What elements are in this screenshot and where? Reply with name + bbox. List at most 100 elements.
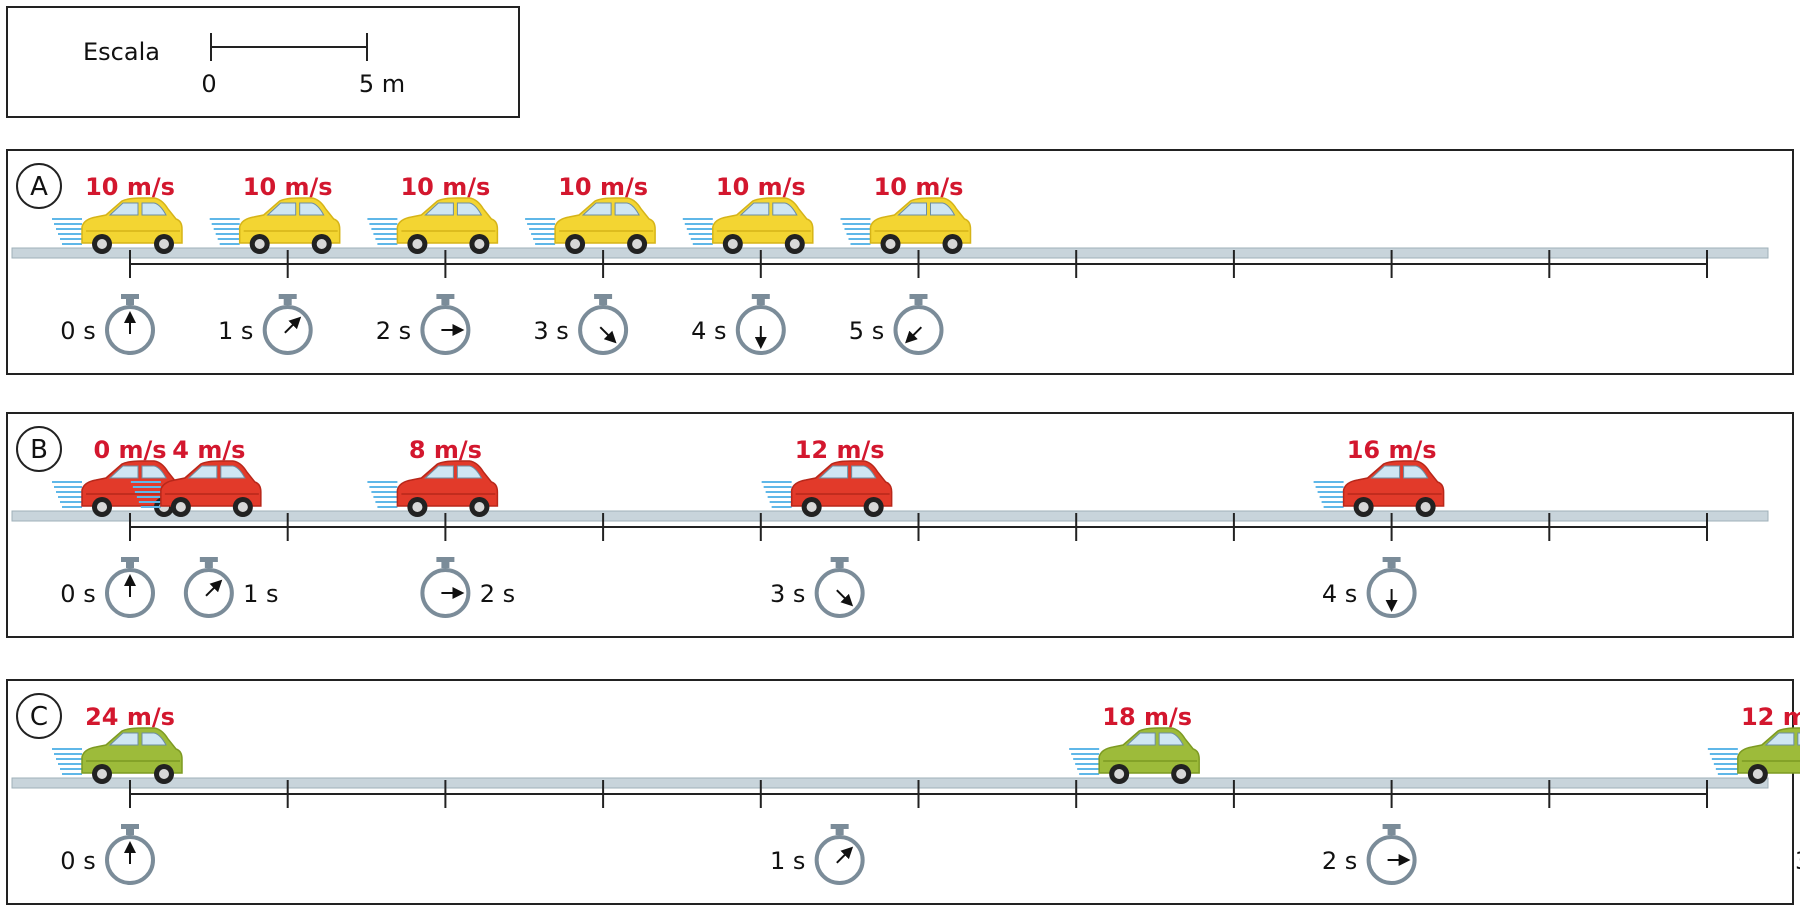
car-window xyxy=(614,202,640,216)
speed-label: 10 m/s xyxy=(874,173,964,201)
car-window xyxy=(424,202,454,216)
panel-frame xyxy=(6,412,1794,638)
car xyxy=(761,460,893,517)
car-window xyxy=(141,202,167,216)
stopwatch-stem xyxy=(441,298,450,305)
stopwatch xyxy=(105,824,155,885)
stopwatch xyxy=(735,294,786,355)
stopwatch xyxy=(105,557,155,618)
time-label: 2 s xyxy=(376,317,411,345)
car-hubcap xyxy=(727,239,738,249)
panel-label: A xyxy=(30,172,48,202)
stopwatch-stem xyxy=(441,561,450,568)
stopwatch-button xyxy=(594,294,613,299)
car-window xyxy=(141,732,167,746)
car-hubcap xyxy=(316,239,327,249)
stopwatch-button xyxy=(278,294,297,299)
time-label: 1 s xyxy=(243,580,278,608)
stopwatch-hand xyxy=(836,589,854,607)
car-window xyxy=(456,202,483,216)
stopwatch-stem xyxy=(204,561,213,568)
car xyxy=(52,197,183,254)
stopwatch-stem xyxy=(599,298,608,305)
stopwatch-stem xyxy=(126,298,134,305)
stopwatch xyxy=(183,557,234,618)
road xyxy=(11,510,1769,522)
time-label: 5 s xyxy=(849,317,884,345)
car-window xyxy=(739,202,770,216)
car-window xyxy=(266,202,297,216)
car-hubcap xyxy=(1114,769,1125,779)
scale-end-label: 5 m xyxy=(359,70,405,98)
car-hubcap xyxy=(474,239,485,249)
car-hubcap xyxy=(1420,502,1431,512)
panel-c: C24 m/s18 m/s12 m/s6 m/s0 m/s0 s1 s2 s3 … xyxy=(6,679,1800,905)
scale-start-label: 0 xyxy=(201,70,216,98)
speed-label: 8 m/s xyxy=(409,436,482,464)
time-label: 4 s xyxy=(691,317,726,345)
time-label: 3 s xyxy=(770,580,805,608)
speed-label: 10 m/s xyxy=(400,173,490,201)
time-label: 0 s xyxy=(60,317,95,345)
stopwatch xyxy=(814,557,865,618)
car-window xyxy=(581,202,612,216)
car-hubcap xyxy=(97,769,107,779)
car-window xyxy=(818,465,849,479)
stopwatch-stem xyxy=(835,561,844,568)
car-hubcap xyxy=(1752,769,1763,779)
car-window xyxy=(108,732,139,746)
car-hubcap xyxy=(570,239,581,249)
panel-label-circle xyxy=(16,693,62,739)
car-hubcap xyxy=(1358,502,1369,512)
car-hubcap xyxy=(868,502,879,512)
stopwatch-button xyxy=(909,294,928,299)
car xyxy=(525,197,656,254)
car-window xyxy=(1797,732,1800,746)
stopwatch-hand xyxy=(836,846,854,864)
car-window xyxy=(299,202,325,216)
stopwatch-button xyxy=(751,294,770,299)
car xyxy=(1069,727,1200,784)
stopwatch-hand xyxy=(205,579,223,597)
scale-label: Escala xyxy=(83,38,160,66)
car xyxy=(52,727,183,784)
stopwatch-stem xyxy=(835,828,844,835)
stopwatch xyxy=(420,294,471,355)
car-hubcap xyxy=(1176,769,1187,779)
stopwatch-hand xyxy=(905,326,923,344)
car-window xyxy=(851,465,877,479)
car-window xyxy=(930,202,956,216)
stopwatch-stem xyxy=(283,298,292,305)
speed-label: 10 m/s xyxy=(558,173,648,201)
car xyxy=(682,197,814,254)
car-window xyxy=(456,465,483,479)
car-window xyxy=(897,202,927,216)
car-window xyxy=(108,465,139,479)
car-hubcap xyxy=(947,239,958,249)
stopwatch-button xyxy=(830,824,849,829)
speed-label: 10 m/s xyxy=(716,173,806,201)
car-window xyxy=(1370,465,1401,479)
stopwatch-button xyxy=(121,294,139,299)
stopwatch-stem xyxy=(1387,828,1396,835)
stopwatch xyxy=(1366,557,1417,618)
car-hubcap xyxy=(175,502,186,512)
panel-label-circle xyxy=(16,426,62,472)
stopwatch-button xyxy=(121,824,139,829)
scale-legend: Escala 0 5 m xyxy=(6,6,520,118)
car-hubcap xyxy=(254,239,265,249)
time-label: 0 s xyxy=(60,580,95,608)
stopwatch xyxy=(420,557,471,618)
car-hubcap xyxy=(237,502,248,512)
car-hubcap xyxy=(412,239,423,249)
scale-box xyxy=(6,6,520,118)
car-hubcap xyxy=(885,239,896,249)
car-hubcap xyxy=(412,502,423,512)
car-window xyxy=(772,202,798,216)
car xyxy=(840,197,972,254)
stopwatch-stem xyxy=(756,298,765,305)
stopwatch-stem xyxy=(1387,561,1396,568)
car-window xyxy=(220,465,246,479)
time-label: 0 s xyxy=(60,847,95,875)
time-label: 2 s xyxy=(1322,847,1357,875)
